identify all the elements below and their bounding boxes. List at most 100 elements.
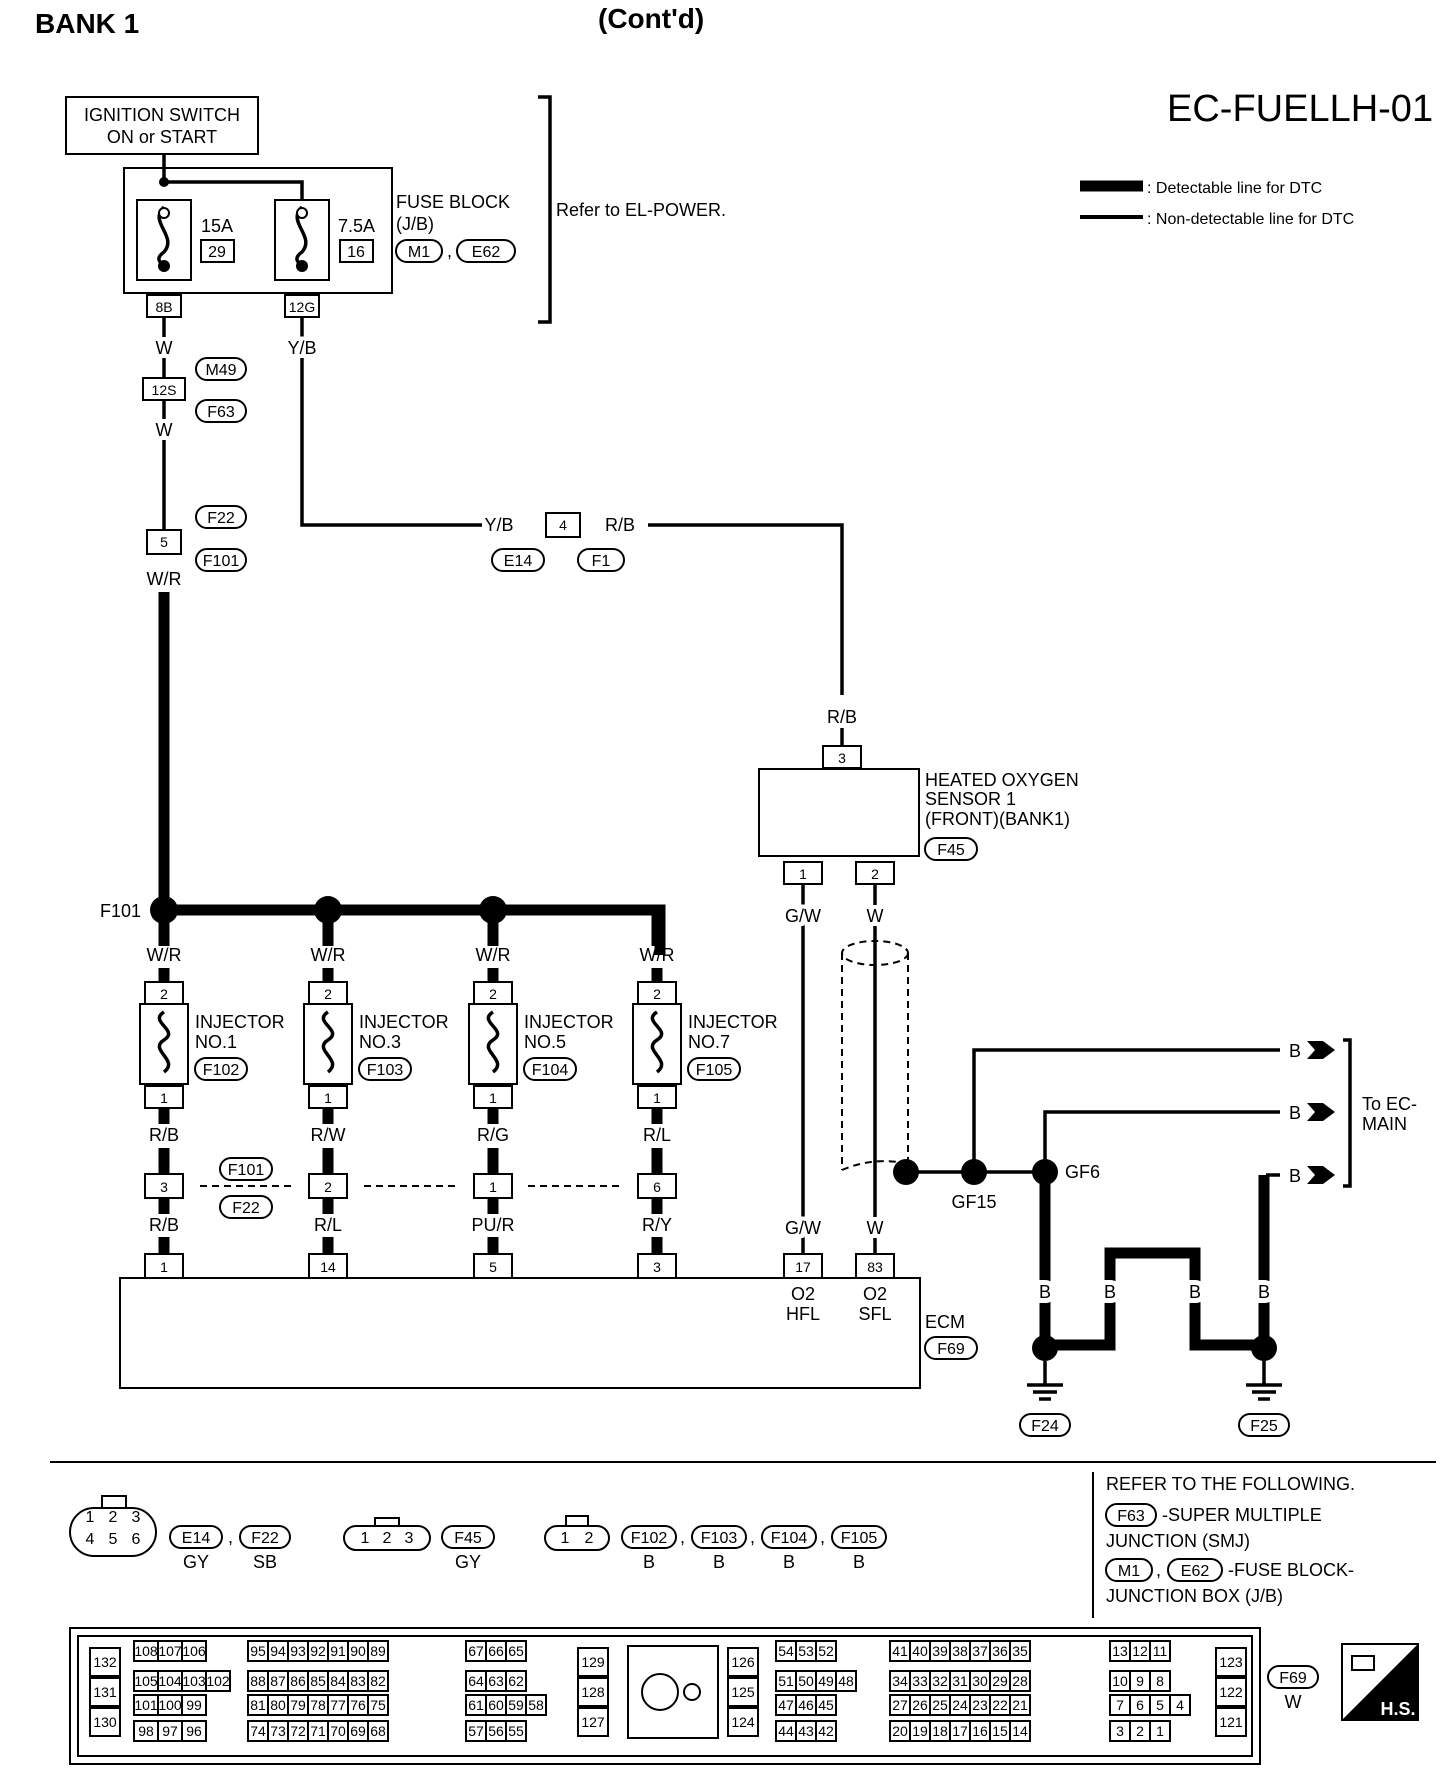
connector-pin-number: 1 (361, 1530, 370, 1547)
ecm-pin-cell (815, 1640, 837, 1662)
ecm-pin-number: 10 (1112, 1673, 1128, 1689)
ecm-pin-cell (181, 1694, 207, 1716)
wire-w-lower-label: W (156, 420, 173, 440)
connector-pin-number: 6 (132, 1531, 141, 1548)
conn-f22-label: F22 (207, 510, 235, 527)
legend-non-detectable: : Non-detectable line for DTC (1147, 211, 1354, 228)
ecm-pin-number: 55 (508, 1723, 524, 1739)
to-ec-main-label: To EC- (1362, 1094, 1417, 1114)
wire-yb-label-halo: Y/B (287, 338, 316, 358)
conn-oval-m1 (395, 239, 443, 263)
wire-gw-upper-label-halo: G/W (785, 906, 821, 926)
ecm-pin-cell (89, 1677, 121, 1707)
ecm-label: ECM (925, 1312, 965, 1332)
ecm-pin-number: 3 (1116, 1723, 1124, 1739)
conn-color: B (783, 1552, 795, 1572)
fuse-16-terminal-bottom (296, 260, 308, 272)
fuse-29-num: 29 (208, 244, 226, 261)
ecm-pin-number: 89 (370, 1643, 386, 1659)
o2-sensor-line2: SENSOR 1 (925, 789, 1016, 809)
conn-oval (761, 1525, 817, 1549)
ecm-pin-number: 130 (93, 1714, 117, 1730)
ecm-pin-number: 82 (370, 1673, 386, 1689)
ecm-pin-number: 27 (892, 1697, 908, 1713)
term-8b-label: 8B (155, 299, 172, 315)
ecm-pin-number: 95 (250, 1643, 266, 1659)
ecm-pin-number: 70 (330, 1723, 346, 1739)
ecm-pin-cell (89, 1647, 121, 1677)
ignition-line2: ON or START (107, 127, 217, 147)
o2-sensor-line3: (FRONT)(BANK1) (925, 809, 1070, 829)
conn-m49-label: M49 (205, 362, 236, 379)
ecm-pin-cell (1009, 1670, 1031, 1692)
smj-12s-label: 12S (152, 382, 177, 398)
ecm-pin-number: 94 (270, 1643, 286, 1659)
ecm-pin-number: 57 (468, 1723, 484, 1739)
refer-el-power: Refer to EL-POWER. (556, 200, 726, 220)
ecm-pin-number: 8 (1156, 1673, 1164, 1689)
wire-yb-label: Y/B (287, 338, 316, 358)
junction-f101-label: F101 (100, 901, 141, 921)
ground-icon (1027, 1361, 1063, 1401)
ecm-pin-number: 64 (468, 1673, 484, 1689)
conn-oval-f63 (195, 399, 247, 423)
ecm-pin-number: 68 (370, 1723, 386, 1739)
wire-w-upper-label: W (156, 338, 173, 358)
ecm-pin-number: 47 (778, 1697, 794, 1713)
ecm-pin-number: 37 (972, 1643, 988, 1659)
ecm-pin-cell (181, 1640, 207, 1662)
ground-wire-3-label: B (1289, 1166, 1301, 1186)
ecm-pin-number: 59 (508, 1697, 524, 1713)
refer-f63-label: F63 (1117, 1508, 1145, 1525)
ground-loop-label-1-halo: B (1039, 1282, 1051, 1302)
injector-name: INJECTOR (195, 1012, 285, 1032)
ecm-pin-cell (577, 1677, 609, 1707)
fuse-16-terminal-top (296, 207, 308, 219)
ecm-pin-number: 77 (330, 1697, 346, 1713)
ecm-pin-number: 26 (912, 1697, 928, 1713)
fuse-29-num-box (200, 239, 235, 263)
connector-pin-number: 4 (86, 1531, 95, 1548)
ground-loop-label-4: B (1258, 1282, 1270, 1302)
ecm-pin-number: 21 (1012, 1697, 1028, 1713)
wire-gw-lower-label-halo: G/W (785, 1218, 821, 1238)
conn-label: F22 (251, 1530, 279, 1547)
ecm-pin-number: 121 (1219, 1714, 1243, 1730)
conn-label: F105 (841, 1530, 878, 1547)
ecm-o2-sfl-label-b: SFL (858, 1304, 891, 1324)
ecm-pin-cell (815, 1694, 837, 1716)
ecm-pin-number: 126 (731, 1654, 755, 1670)
conn-label: E14 (182, 1530, 211, 1547)
ecm-pin-cell (727, 1707, 759, 1737)
ecm-pin-cell (1009, 1720, 1031, 1742)
harness-side-label: H.S. (1380, 1699, 1415, 1719)
ecm-pin-number: 9 (1136, 1673, 1144, 1689)
ecm-pin-number: 16 (972, 1723, 988, 1739)
ecm-pin-number: 132 (93, 1654, 117, 1670)
ecm-pin-number: 86 (290, 1673, 306, 1689)
harness-side-icon-fill (1342, 1644, 1418, 1720)
conn-label: F45 (454, 1530, 482, 1547)
ground-loop (1045, 1247, 1264, 1351)
ecm-pin-number: 85 (310, 1673, 326, 1689)
ecm-pin-cell (577, 1647, 609, 1677)
ecm-pin-number: 6 (1136, 1697, 1144, 1713)
wire-w-o2-lower-label: W (867, 1218, 884, 1238)
ecm-pin-number: 74 (250, 1723, 266, 1739)
conn-oval-f45 (924, 837, 978, 861)
refer-conn-oval-f63 (1105, 1503, 1157, 1527)
connector-pin-number: 2 (109, 1509, 118, 1526)
wire-w-upper-label-halo: W (156, 338, 173, 358)
ecm-box (119, 1277, 921, 1389)
injector-pin-top-label: 2 (489, 986, 497, 1002)
ecm-connector-lock-pin (683, 1683, 701, 1701)
ecm-pin-number: 29 (992, 1673, 1008, 1689)
ecm-pin-number: 131 (93, 1684, 117, 1700)
refer-jb-text: -FUSE BLOCK- (1228, 1560, 1354, 1580)
injector-coil-icon (650, 1010, 664, 1074)
ecm-pin-cell (1009, 1694, 1031, 1716)
ecm-conn-label: F69 (1279, 1670, 1307, 1687)
bank-label: BANK 1 (35, 8, 139, 39)
ecm-pin-number: 35 (1012, 1643, 1028, 1659)
connector-separator: , (228, 1527, 233, 1547)
